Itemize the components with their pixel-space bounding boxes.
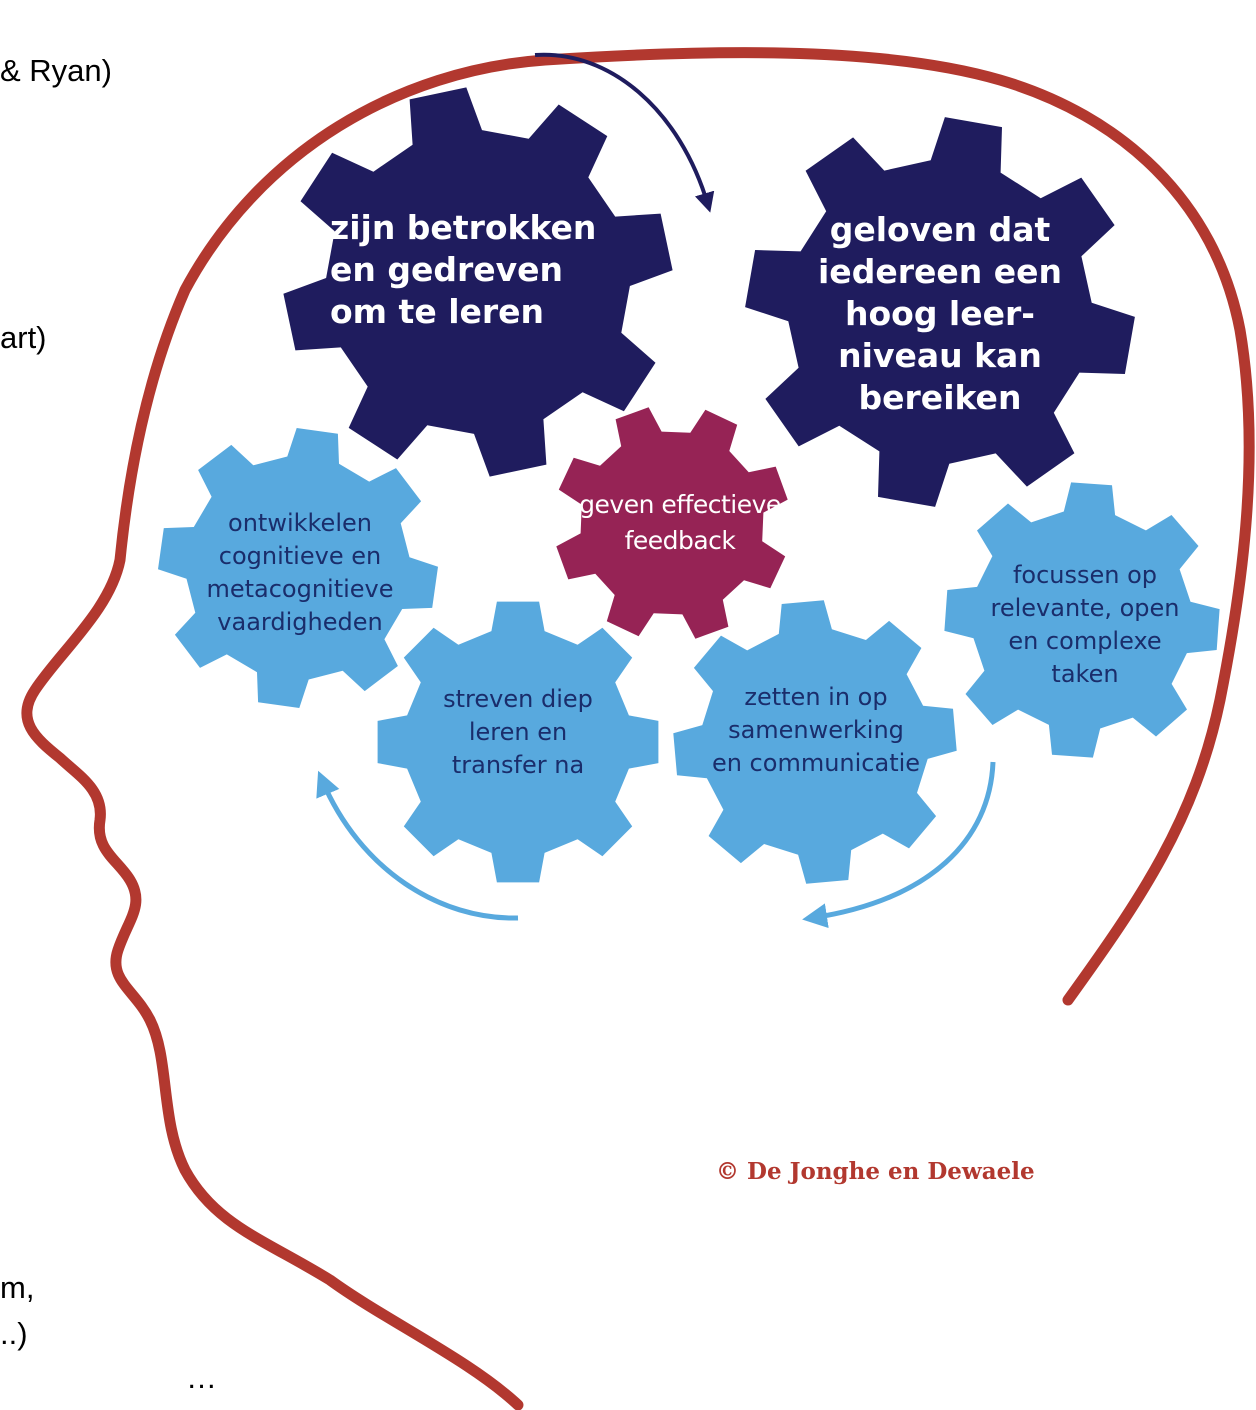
- top-cycle-arrow: [534, 52, 715, 213]
- gear-betrokken: [283, 87, 673, 477]
- gear-zetten: [673, 600, 957, 884]
- gear-ontwikkelen: [158, 428, 438, 708]
- gear-focussen: [944, 482, 1220, 758]
- gear-streven: [377, 601, 659, 883]
- gear-geloven: [745, 117, 1135, 507]
- bottom-left-cycle-arrow: [316, 770, 519, 921]
- copyright-credit: © De Jonghe en Dewaele: [716, 1158, 1035, 1185]
- side-text-3: m,: [0, 1270, 35, 1305]
- side-text-2: art): [0, 320, 47, 355]
- side-text-1: & Ryan): [0, 53, 112, 88]
- side-ellipsis: …: [186, 1360, 217, 1395]
- head-outline: [21, 47, 1255, 1410]
- side-text-4: ..): [0, 1316, 28, 1351]
- gear-feedback: [556, 407, 788, 639]
- bottom-right-cycle-arrow: [802, 761, 996, 929]
